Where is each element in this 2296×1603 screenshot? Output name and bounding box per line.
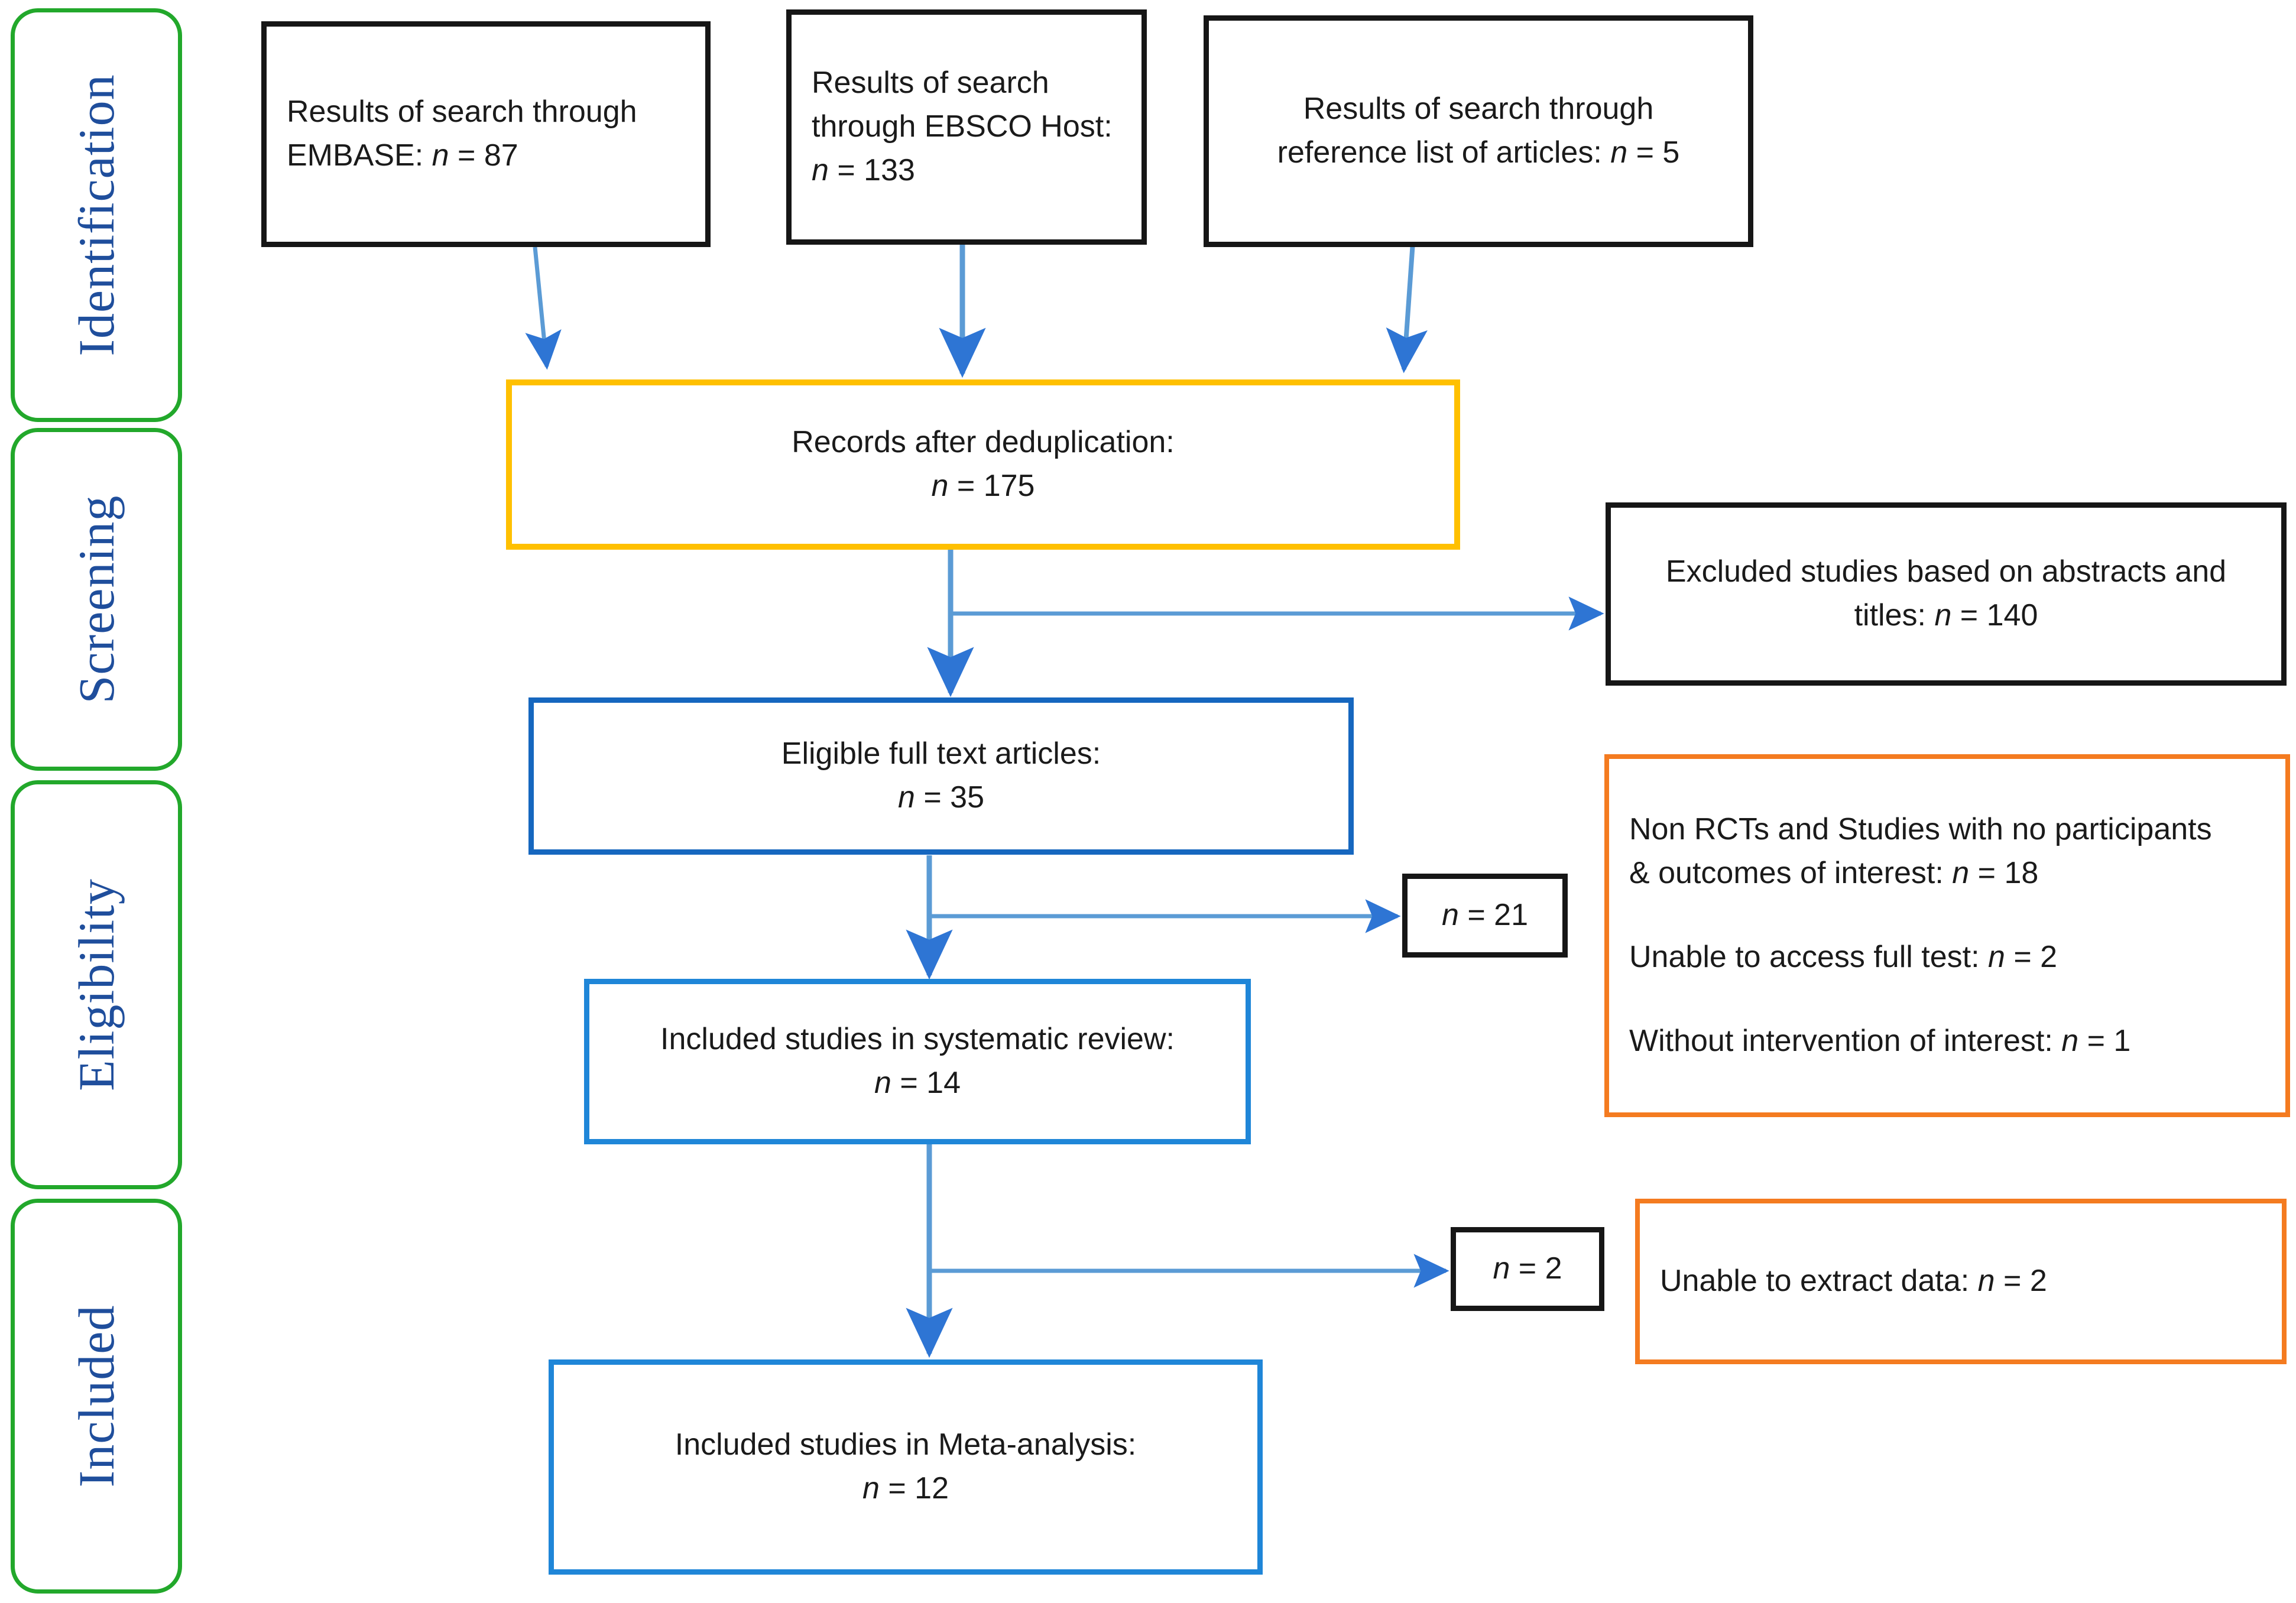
italic-n: n (1987, 940, 2005, 974)
stage-pill-screening: Screening (11, 428, 182, 771)
node-source-reference: Results of search through reference list… (1204, 15, 1753, 247)
included-meta-line2: n = 12 (862, 1471, 949, 1505)
italic-n: n (931, 469, 949, 503)
italic-n: n (2061, 1023, 2079, 1058)
exclusion-reason-3: Without intervention of interest: n = 1 (1629, 1023, 2131, 1058)
node-excluded-count-2: n = 2 (1451, 1227, 1604, 1311)
source-ebsco-line3: n = 133 (812, 152, 915, 187)
stage-pill-included: Included (11, 1199, 182, 1594)
italic-n: n (1977, 1264, 1995, 1299)
exclusion-reason-1-line1: Non RCTs and Studies with no participant… (1629, 812, 2212, 847)
eligible-line2: n = 35 (897, 780, 985, 815)
spacer (1629, 895, 2265, 936)
excluded-abstracts-line2: titles: n = 140 (1854, 598, 2038, 632)
stage-label-included: Included (68, 1305, 125, 1488)
dedup-line1: Records after deduplication: (792, 425, 1175, 460)
included-meta-line1: Included studies in Meta-analysis: (674, 1427, 1137, 1462)
source-ebsco-line1: Results of search (812, 66, 1049, 100)
node-unable-extract-data: Unable to extract data: n = 2 (1635, 1199, 2287, 1364)
source-embase-line2: EMBASE: n = 87 (287, 138, 518, 173)
unable-extract-line: Unable to extract data: n = 2 (1660, 1264, 2047, 1299)
italic-n: n (897, 780, 915, 815)
italic-n: n (862, 1471, 880, 1505)
arrow-embase-to-dedup (525, 246, 562, 370)
node-source-ebsco: Results of search through EBSCO Host: n … (786, 9, 1147, 245)
node-exclusion-reasons: Non RCTs and Studies with no participant… (1604, 754, 2290, 1117)
dedup-line2: n = 175 (931, 469, 1035, 503)
spacer (1629, 979, 2265, 1020)
node-included-systematic-review: Included studies in systematic review: n… (584, 979, 1251, 1144)
eligible-line1: Eligible full text articles: (781, 736, 1101, 771)
node-excluded-count-21: n = 21 (1402, 874, 1568, 958)
stage-pill-eligibility: Eligibility (11, 780, 182, 1189)
italic-n: n (1610, 135, 1628, 170)
italic-n: n (874, 1066, 891, 1100)
stage-label-identification: Identification (68, 74, 125, 356)
excluded-abstracts-line1: Excluded studies based on abstracts and (1665, 554, 2227, 589)
italic-n: n (1493, 1251, 1510, 1286)
stage-label-eligibility: Eligibility (68, 878, 125, 1091)
node-excluded-abstracts-titles: Excluded studies based on abstracts and … (1606, 502, 2287, 686)
node-included-meta-analysis: Included studies in Meta-analysis: n = 1… (549, 1359, 1263, 1575)
node-eligible-full-text: Eligible full text articles: n = 35 (528, 697, 1354, 855)
exclusion-reason-2: Unable to access full test: n = 2 (1629, 940, 2058, 974)
italic-n: n (812, 152, 829, 187)
italic-n: n (1952, 856, 1970, 891)
italic-n: n (1441, 898, 1459, 933)
node-source-embase: Results of search through EMBASE: n = 87 (261, 21, 711, 247)
exclusion-reason-1-line2: & outcomes of interest: n = 18 (1629, 856, 2039, 891)
node-records-after-deduplication: Records after deduplication: n = 175 (506, 379, 1460, 550)
included-systematic-line1: Included studies in systematic review: (660, 1022, 1175, 1057)
source-ebsco-line2: through EBSCO Host: (812, 109, 1113, 144)
italic-n: n (432, 138, 449, 173)
italic-n: n (1934, 598, 1952, 632)
stage-pill-identification: Identification (11, 8, 182, 422)
stage-label-screening: Screening (68, 495, 125, 704)
included-systematic-line2: n = 14 (874, 1066, 961, 1100)
source-reference-line1: Results of search through (1303, 92, 1654, 126)
arrow-reference-to-dedup (1386, 242, 1428, 374)
source-embase-line1: Results of search through (287, 95, 637, 129)
source-reference-line2: reference list of articles: n = 5 (1277, 135, 1680, 170)
